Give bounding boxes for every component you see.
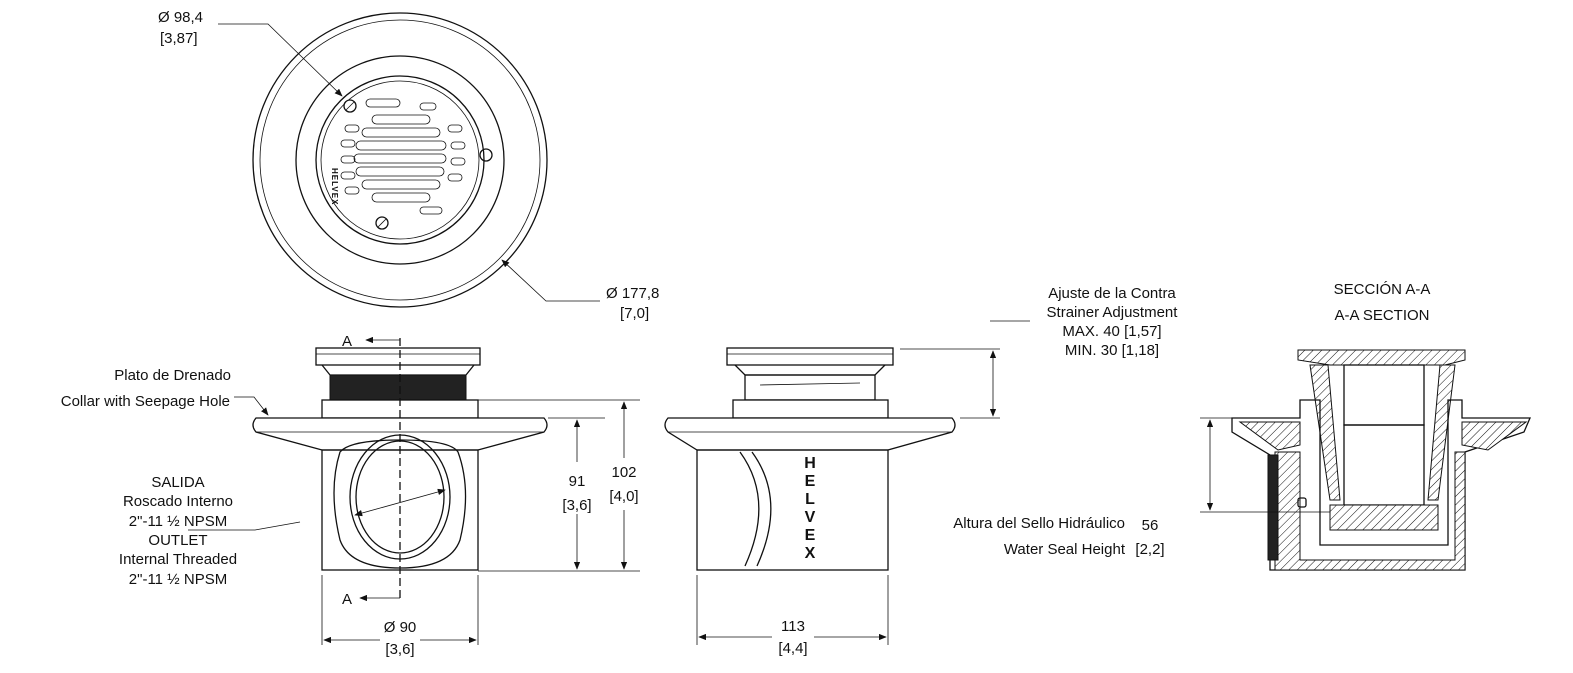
- outlet-label-line: Roscado Interno: [123, 493, 233, 510]
- dim-width-in: [4,4]: [778, 640, 807, 657]
- dim-outer-diameter: Ø 177,8: [606, 285, 659, 302]
- front-view: A A Plato de Drenado Collar with Seepage…: [61, 333, 641, 658]
- seal-value: 56: [1142, 517, 1159, 534]
- dim-inner-diameter-in: [3,87]: [160, 30, 198, 47]
- thread: [1267, 454, 1279, 561]
- collar-label-es: Plato de Drenado: [114, 367, 231, 384]
- logo-letter: H: [804, 455, 816, 472]
- logo-letter: V: [805, 509, 816, 526]
- dim-height-91: 91: [569, 473, 586, 490]
- outlet-label-line: Internal Threaded: [119, 551, 237, 568]
- outlet-label: SALIDA Roscado Interno 2"-11 ½ NPSM OUTL…: [119, 474, 237, 588]
- logo-letter: L: [805, 491, 815, 508]
- dim-height-91-in: [3,6]: [562, 497, 591, 514]
- adjust-label-line: MAX. 40 [1,57]: [1062, 323, 1161, 340]
- logo-letter: X: [805, 545, 816, 562]
- section-marker-bottom: A: [342, 591, 352, 608]
- dim-height-102: 102: [611, 464, 636, 481]
- section-view: SECCIÓN A-A A-A SECTION Altura del Sello…: [953, 281, 1531, 571]
- dim-width: 113: [781, 618, 805, 635]
- section-title-en: A-A SECTION: [1334, 307, 1429, 324]
- dim-body-diameter-in: [3,6]: [385, 641, 414, 658]
- seal-label-en: Water Seal Height: [1004, 541, 1126, 558]
- logo-letter: E: [805, 527, 816, 544]
- outlet-label-line: 2"-11 ½ NPSM: [129, 513, 227, 530]
- seal-label-es: Altura del Sello Hidráulico: [953, 515, 1125, 532]
- adjust-label-line: MIN. 30 [1,18]: [1065, 342, 1159, 359]
- dim-body-diameter: Ø 90: [384, 619, 417, 636]
- seal-value-in: [2,2]: [1135, 541, 1164, 558]
- adjust-label-line: Strainer Adjustment: [1047, 304, 1179, 321]
- outlet-label-line: OUTLET: [148, 532, 207, 549]
- dim-outer-diameter-in: [7,0]: [620, 305, 649, 322]
- outlet-label-line: SALIDA: [151, 474, 204, 491]
- dim-height-102-in: [4,0]: [609, 488, 638, 505]
- body: [696, 449, 889, 571]
- adjust-label-line: Ajuste de la Contra: [1048, 285, 1176, 302]
- logo-letter: E: [805, 473, 816, 490]
- grate-logo: HELVEX: [330, 168, 339, 205]
- helvex-logo: H E L V E X: [804, 455, 816, 562]
- section-marker-top: A: [342, 333, 352, 350]
- collar-flange: [664, 417, 956, 451]
- outer-rim: [252, 12, 548, 308]
- collar-label-en: Collar with Seepage Hole: [61, 393, 230, 410]
- grate-slots: [340, 98, 466, 215]
- thread: [329, 374, 467, 401]
- side-view: H E L V E X Ajuste de la Contra Strainer…: [664, 285, 1179, 657]
- outlet-label-line: 2"-11 ½ NPSM: [129, 571, 227, 588]
- top-view: HELVEX Ø 98,4 [3,87] Ø 177,8 [7,0]: [158, 9, 659, 322]
- section-title-es: SECCIÓN A-A: [1334, 281, 1431, 298]
- dim-inner-diameter: Ø 98,4: [158, 9, 203, 26]
